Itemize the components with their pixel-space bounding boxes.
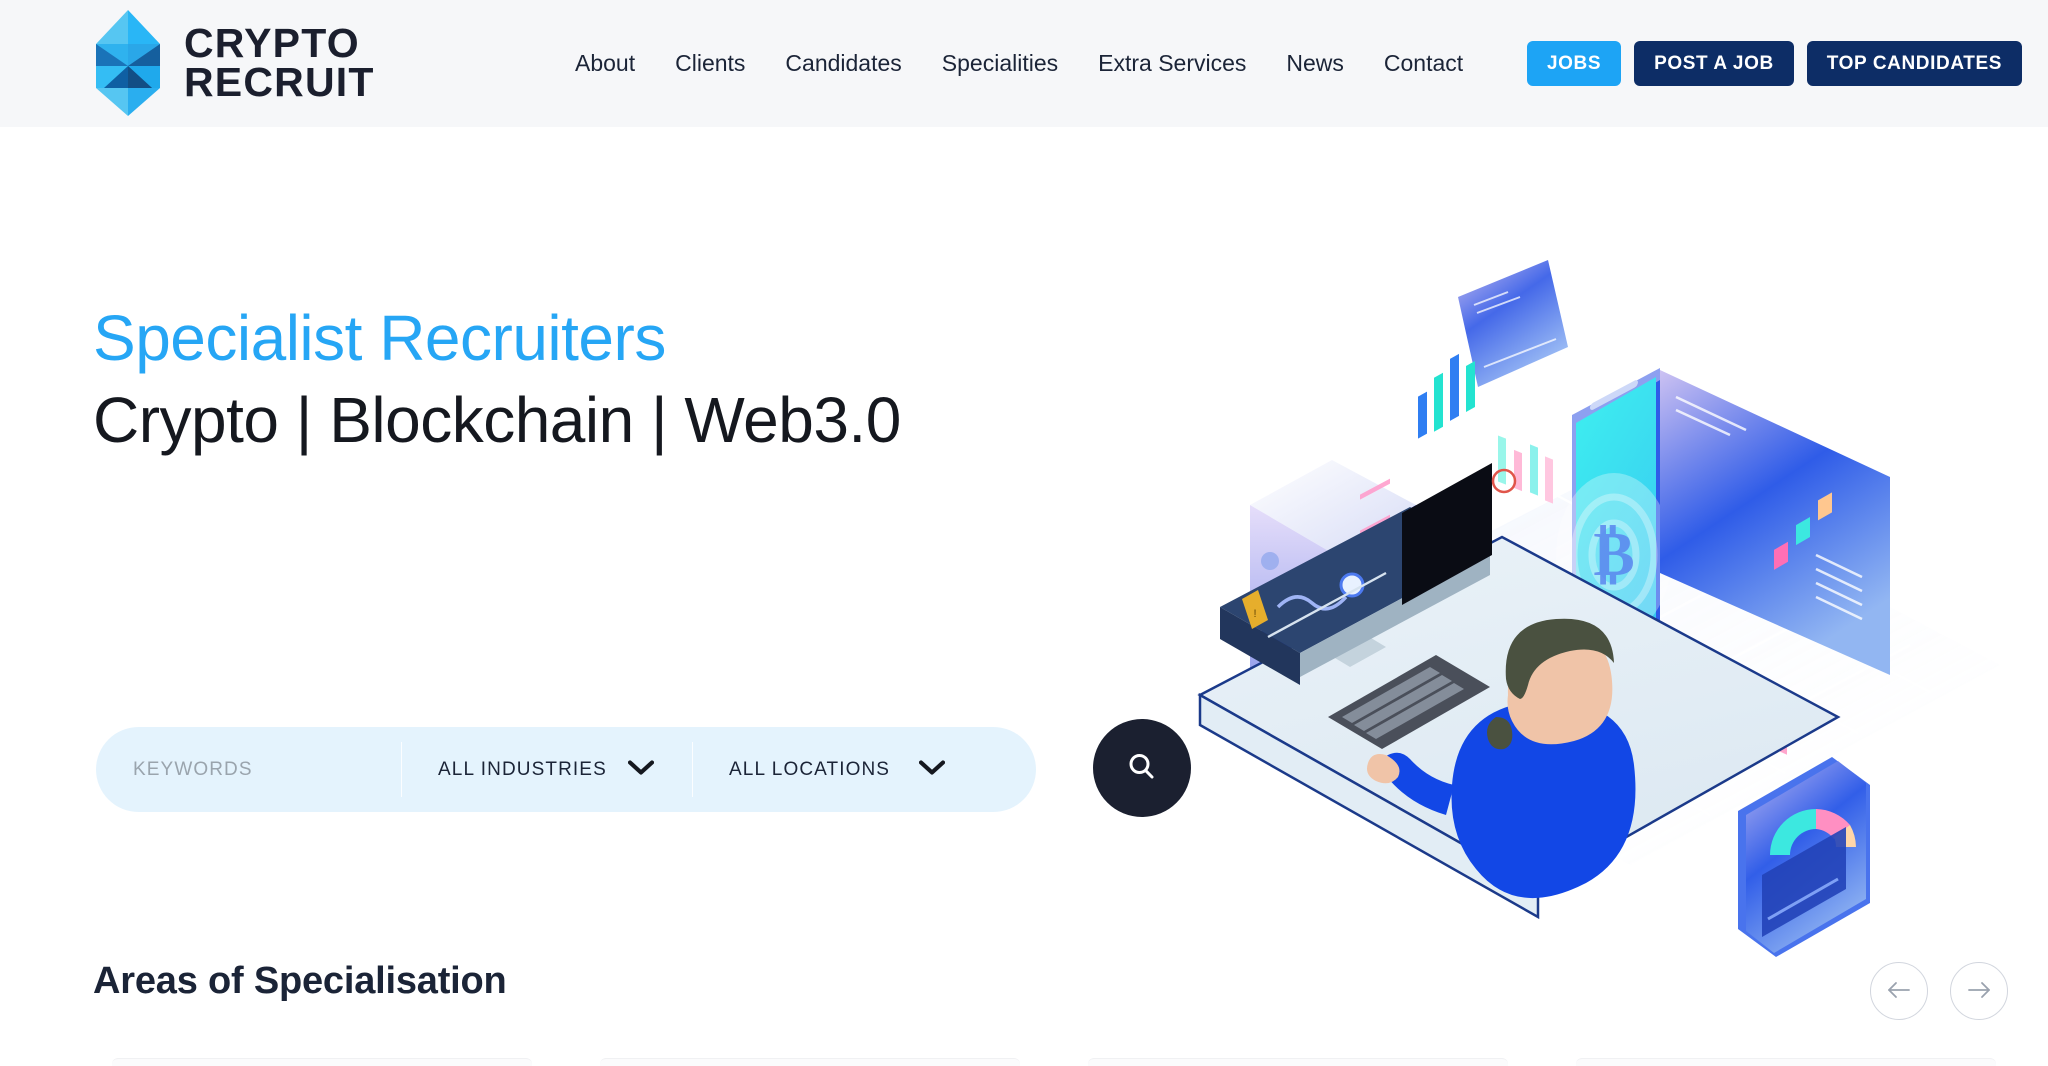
keywords-field[interactable] xyxy=(96,727,401,812)
carousel-next-button[interactable] xyxy=(1950,962,2008,1020)
specialisation-card[interactable] xyxy=(1576,1058,1996,1066)
post-a-job-button[interactable]: POST A JOB xyxy=(1634,41,1794,86)
specialisation-cards-row xyxy=(0,1058,2048,1066)
brand-line-1: CRYPTO xyxy=(184,20,360,67)
magnifier-icon xyxy=(1125,750,1159,787)
person-at-desk xyxy=(1367,618,1636,899)
nav-item-about[interactable]: About xyxy=(575,50,636,76)
jobs-button[interactable]: JOBS xyxy=(1526,41,1622,86)
location-select[interactable]: ALL LOCATIONS xyxy=(693,727,983,812)
svg-text:₿: ₿ xyxy=(1593,521,1634,589)
brand-wordmark: CRYPTO RECRUIT xyxy=(184,20,375,105)
header-actions: JOBS POST A JOB TOP CANDIDATES xyxy=(1526,0,2022,127)
keyboard xyxy=(1328,655,1490,749)
brand-logo[interactable]: CRYPTO RECRUIT xyxy=(92,8,375,118)
nav-item-news[interactable]: News xyxy=(1286,50,1344,76)
page-title: Areas of Specialisation xyxy=(93,960,507,1002)
industry-select-value: ALL INDUSTRIES xyxy=(438,758,607,780)
hero-title-line-1: Specialist Recruiters xyxy=(93,302,666,374)
chevron-down-icon xyxy=(627,759,655,780)
hero-title-line-2: Crypto | Blockchain | Web3.0 xyxy=(93,383,901,456)
specialisation-card[interactable] xyxy=(1088,1058,1508,1066)
arrow-right-icon xyxy=(1966,980,1992,1003)
carousel-nav xyxy=(1870,962,2008,1020)
arrow-left-icon xyxy=(1886,980,1912,1003)
crypto-trading-isometric-illustration: ₿ xyxy=(1190,255,2020,975)
nav-item-specialities[interactable]: Specialities xyxy=(941,50,1059,76)
field-divider-1 xyxy=(401,742,402,797)
carousel-prev-button[interactable] xyxy=(1870,962,1928,1020)
hero-section: Specialist Recruiters Crypto | Blockchai… xyxy=(0,127,2048,957)
location-select-value: ALL LOCATIONS xyxy=(729,758,891,780)
nav-item-extra-services[interactable]: Extra Services xyxy=(1098,50,1247,76)
search-submit-button[interactable] xyxy=(1093,719,1191,817)
main-nav: About Clients Candidates Specialities Ex… xyxy=(555,0,1483,127)
top-candidates-button[interactable]: TOP CANDIDATES xyxy=(1806,41,2022,86)
job-search-bar: ALL INDUSTRIES ALL LOCATIONS xyxy=(96,727,1036,812)
hero-heading: Specialist Recruiters Crypto | Blockchai… xyxy=(93,302,901,457)
specialisation-card[interactable] xyxy=(112,1058,532,1066)
nav-item-clients[interactable]: Clients xyxy=(675,50,746,76)
secondary-chart-screen xyxy=(1402,353,1517,605)
crypto-diamond-logo-icon xyxy=(92,8,164,118)
site-header: CRYPTO RECRUIT About Clients Candidates … xyxy=(0,0,2048,127)
brand-line-2: RECRUIT xyxy=(184,59,375,105)
chevron-down-icon xyxy=(918,759,946,780)
search-input[interactable] xyxy=(133,758,373,781)
industry-select[interactable]: ALL INDUSTRIES xyxy=(402,727,692,812)
nav-item-contact[interactable]: Contact xyxy=(1383,50,1464,76)
nav-item-candidates[interactable]: Candidates xyxy=(785,50,902,76)
donut-chart-card xyxy=(1738,492,1870,957)
svg-text:!: ! xyxy=(1253,608,1256,620)
specialisation-card[interactable] xyxy=(600,1058,1020,1066)
field-divider-2 xyxy=(692,742,693,797)
